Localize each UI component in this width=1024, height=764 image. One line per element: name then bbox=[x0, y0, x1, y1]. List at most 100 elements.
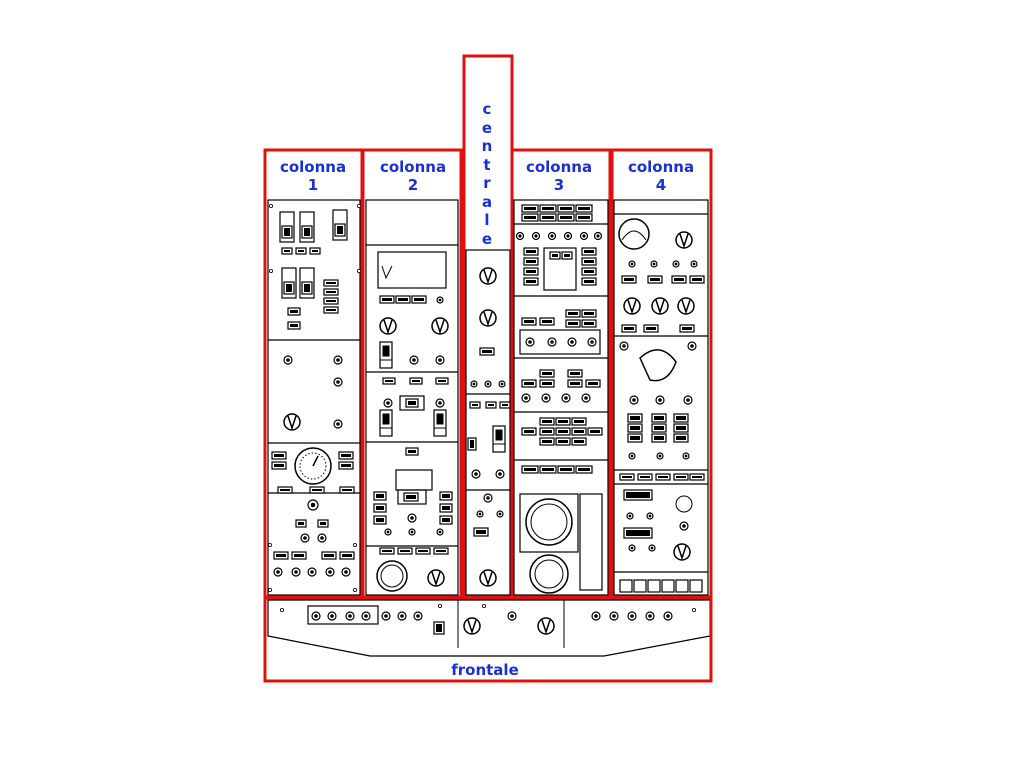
rotary-knob-pointer bbox=[679, 233, 689, 249]
switch-fill bbox=[526, 270, 536, 273]
switch-fill bbox=[326, 309, 336, 311]
colonna-2-label-line1: colonna bbox=[379, 158, 447, 176]
switch-fill bbox=[542, 420, 552, 423]
screw bbox=[268, 268, 273, 273]
knob-center bbox=[314, 614, 318, 618]
knob-center bbox=[566, 234, 570, 238]
switch-fill bbox=[558, 420, 568, 423]
switch-fill bbox=[341, 454, 351, 457]
selector-switch bbox=[399, 395, 425, 411]
dial-plate bbox=[639, 349, 677, 382]
knob-center bbox=[686, 398, 690, 402]
switch-fill bbox=[412, 380, 420, 382]
knob-center bbox=[336, 380, 340, 384]
colonna-4-label: colonna 4 bbox=[614, 158, 708, 194]
knob-center bbox=[652, 262, 656, 266]
switch-fill bbox=[570, 382, 580, 385]
switch-fill bbox=[406, 495, 416, 499]
colonna-3-plate bbox=[513, 199, 609, 596]
knob-center bbox=[648, 614, 652, 618]
switch-fill bbox=[442, 518, 450, 522]
switch-fill bbox=[442, 494, 450, 498]
switch-fill bbox=[676, 476, 686, 478]
screw bbox=[352, 543, 357, 548]
knob-center bbox=[584, 396, 588, 400]
switch-fill bbox=[488, 404, 494, 406]
annunciator-frame bbox=[543, 247, 577, 291]
knob-center bbox=[544, 396, 548, 400]
switch-fill bbox=[558, 430, 568, 433]
knob-center bbox=[386, 401, 390, 405]
switch-fill bbox=[502, 404, 508, 406]
knob-center bbox=[692, 262, 696, 266]
switch-fill bbox=[280, 489, 290, 491]
switch-fill bbox=[658, 476, 668, 478]
colonna-3-label: colonna 3 bbox=[512, 158, 606, 194]
centrale-letter: t bbox=[483, 155, 491, 174]
switch-fill bbox=[312, 489, 322, 491]
switch-fill bbox=[584, 280, 594, 283]
switch-guard bbox=[299, 211, 315, 243]
switch-fill bbox=[526, 280, 536, 283]
switch-fill bbox=[436, 624, 442, 632]
frontale-label: frontale bbox=[451, 661, 519, 679]
rotary-knob-pointer bbox=[681, 299, 691, 315]
switch-fill bbox=[552, 254, 558, 257]
switch-fill bbox=[542, 216, 554, 219]
knob-center bbox=[364, 614, 368, 618]
switch-fill bbox=[558, 440, 568, 443]
switch-fill bbox=[584, 260, 594, 263]
switch-fill bbox=[400, 550, 410, 552]
switch-fill bbox=[676, 426, 686, 430]
switch-fill bbox=[542, 320, 552, 323]
switch-fill bbox=[398, 298, 408, 301]
switch-fill bbox=[326, 300, 336, 302]
screw bbox=[481, 604, 486, 609]
switch-fill bbox=[320, 522, 326, 525]
knob-center bbox=[650, 546, 654, 550]
clock-hand bbox=[312, 455, 319, 467]
switch-fill bbox=[526, 260, 536, 263]
attitude-gauge bbox=[618, 218, 650, 250]
screw bbox=[437, 604, 442, 609]
knob-center bbox=[500, 382, 504, 386]
colonna-3-label-line1: colonna bbox=[525, 158, 593, 176]
screw bbox=[279, 608, 284, 613]
frontale-sub-panel bbox=[307, 605, 379, 625]
switch-fill bbox=[376, 506, 384, 510]
screw bbox=[692, 608, 697, 613]
frontale-plate bbox=[267, 599, 711, 657]
knob-center bbox=[336, 422, 340, 426]
knob-center bbox=[276, 570, 280, 574]
knob-center bbox=[590, 340, 594, 344]
switch-fill bbox=[442, 506, 450, 510]
knob-center bbox=[474, 472, 478, 476]
knob-center bbox=[330, 614, 334, 618]
knob-center bbox=[294, 570, 298, 574]
knob-center bbox=[550, 340, 554, 344]
lower-gauge bbox=[529, 554, 569, 594]
frame-frontale bbox=[263, 596, 713, 683]
keypad-key bbox=[675, 579, 689, 593]
knob-center bbox=[438, 358, 442, 362]
switch-fill bbox=[584, 312, 594, 315]
switch-fill bbox=[276, 554, 286, 557]
rotary-knob-pointer bbox=[431, 571, 441, 587]
switch-fill bbox=[654, 436, 664, 440]
knob-center bbox=[286, 358, 290, 362]
knob-center bbox=[416, 614, 420, 618]
switch-fill bbox=[436, 550, 446, 552]
switch-fill bbox=[578, 468, 590, 471]
knob-center bbox=[344, 570, 348, 574]
switch-fill bbox=[646, 327, 656, 330]
switch-fill bbox=[630, 416, 640, 420]
switch-guard bbox=[332, 209, 348, 241]
knob-center bbox=[674, 262, 678, 266]
knob-center bbox=[310, 570, 314, 574]
switch-fill bbox=[324, 554, 334, 557]
knob-center bbox=[320, 536, 324, 540]
rotary-knob-pointer bbox=[483, 571, 493, 587]
knob-center bbox=[336, 358, 340, 362]
switch-fill bbox=[408, 450, 416, 453]
keypad-key bbox=[619, 579, 633, 593]
